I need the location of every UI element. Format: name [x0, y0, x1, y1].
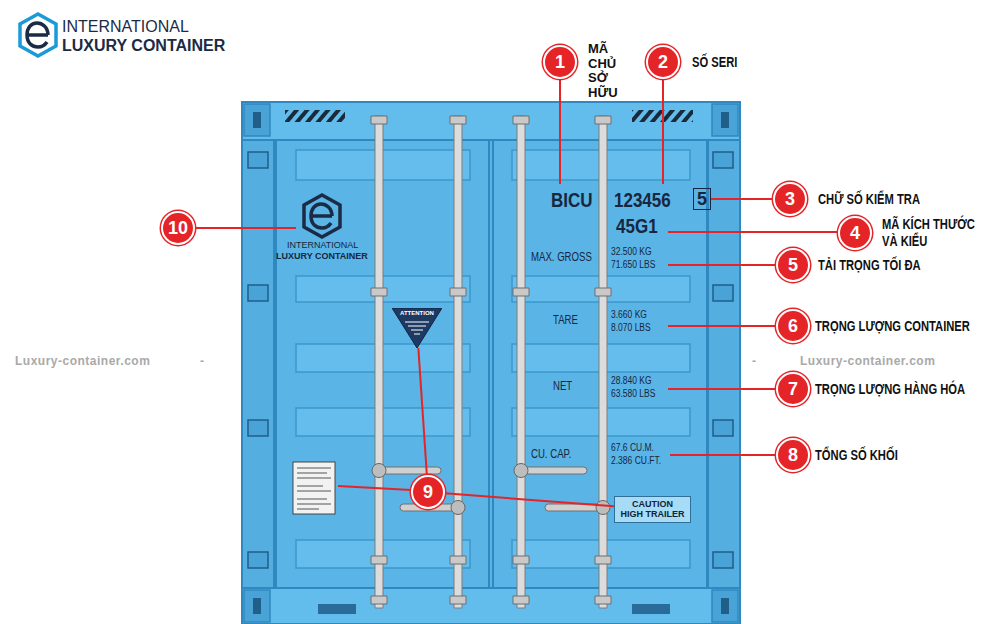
callout-label: SỐ SERI: [692, 54, 737, 70]
watermark: -: [200, 355, 205, 367]
leader-line: [711, 198, 773, 200]
callout-circle: 8TỔNG SỐ KHỐI: [776, 438, 810, 472]
logo-icon: [20, 14, 56, 56]
triangle-outline: [392, 308, 442, 348]
callout-number: 4: [850, 224, 860, 242]
serial-number: 123456: [614, 190, 671, 210]
field-name: TARE: [553, 314, 578, 326]
door-panel: [296, 150, 690, 568]
data-plate-lines: [297, 468, 331, 509]
logo-text: INTERNATIONAL: [287, 241, 358, 250]
callout-label: TRỌNG LƯỢNG HÀNG HÓA: [815, 381, 965, 397]
hinge: [248, 152, 733, 568]
leader-line: [195, 79, 838, 490]
callout-label: MÃ KÍCH THƯỚC VÀ KIỂU: [882, 216, 981, 250]
callout-circle: 3CHỮ SỐ KIỂM TRA: [773, 182, 807, 216]
field-value: 32.500 KG: [611, 247, 652, 257]
field-value: 8.070 LBS: [611, 323, 651, 333]
field-value: 2.386 CU.FT.: [611, 456, 661, 466]
callout-label: MÃ CHỦ SỞ HỮU: [588, 42, 622, 100]
check-digit: 5: [697, 190, 707, 208]
door-leaf: [276, 140, 707, 588]
watermark: -: [752, 355, 757, 367]
logo-text: LUXURY CONTAINER: [276, 252, 368, 261]
field-value: 3.660 KG: [611, 310, 647, 320]
callout-number: 1: [555, 53, 565, 71]
callout-label: TRỌNG LƯỢNG CONTAINER: [815, 318, 970, 334]
callout-number: 5: [788, 256, 798, 274]
callout-label: TẢI TRỌNG TỐI ĐA: [818, 257, 921, 273]
callout-circle: 6TRỌNG LƯỢNG CONTAINER: [776, 309, 810, 343]
callout-number: 3: [785, 190, 795, 208]
field-name: MAX. GROSS: [531, 251, 592, 263]
owner-code: BICU: [551, 190, 593, 210]
casting-hole: [253, 112, 729, 614]
callout-circle: 1MÃ CHỦ SỞ HỮU: [543, 45, 577, 79]
attention-triangle: ATTENTION: [392, 308, 442, 348]
field-value: 71.650 LBS: [611, 260, 655, 270]
corner-post: [242, 140, 740, 588]
logo-text: INTERNATIONAL: [62, 19, 189, 35]
field-value: 63.580 LBS: [611, 389, 655, 399]
door-handle: [379, 467, 441, 474]
warning-text: ATTENTION: [392, 308, 442, 316]
callout-circle: 4MÃ KÍCH THƯỚC VÀ KIỂU: [838, 216, 872, 250]
size-type-code: 45G1: [616, 216, 658, 236]
logo-icon: [27, 23, 48, 47]
leader-line: [445, 493, 614, 506]
callout-circle: 7TRỌNG LƯỢNG HÀNG HÓA: [776, 372, 810, 406]
callout-label: CHỮ SỐ KIỂM TRA: [818, 191, 920, 207]
callout-circle: 9: [411, 475, 445, 509]
callout-circle: 10: [161, 211, 195, 245]
watermark: Luxury-container.com: [15, 355, 150, 367]
container-body: [242, 102, 740, 624]
callout-label: TỔNG SỐ KHỐI: [815, 447, 898, 463]
leader-line: [418, 348, 427, 475]
top-rail: [242, 102, 740, 140]
bottom-rail: [242, 588, 740, 624]
data-plate: [293, 462, 335, 514]
watermark: Luxury-container.com: [800, 355, 935, 367]
warning-text: CAUTION HIGH TRAILER: [620, 499, 685, 520]
callout-number: 6: [788, 317, 798, 335]
field-value: 28.840 KG: [611, 376, 652, 386]
field-name: CU. CAP.: [531, 448, 571, 460]
bar-bracket: [371, 116, 611, 604]
caution-sticker: CAUTION HIGH TRAILER: [614, 496, 691, 523]
callout-number: 7: [788, 380, 798, 398]
callout-number: 2: [658, 53, 668, 71]
field-value: 67.6 CU.M.: [611, 443, 654, 453]
door-logo-icon: [304, 195, 340, 237]
field-name: NET: [553, 380, 572, 392]
callout-circle: 2SỐ SERI: [646, 45, 680, 79]
logo-text: LUXURY CONTAINER: [62, 38, 225, 54]
callout-number: 9: [423, 483, 433, 501]
triangle-lines: [405, 322, 429, 334]
door-handle: [521, 467, 587, 474]
check-digit-box: 5: [693, 188, 711, 210]
callout-number: 8: [788, 446, 798, 464]
logo-icon: [311, 204, 332, 228]
callout-circle: 5TẢI TRỌNG TỐI ĐA: [776, 248, 810, 282]
locking-bar: [375, 116, 607, 608]
logo-icon: [304, 195, 340, 237]
fork-pocket: [318, 604, 670, 614]
callout-number: 10: [168, 219, 188, 237]
hazard-stripes: [285, 110, 345, 122]
